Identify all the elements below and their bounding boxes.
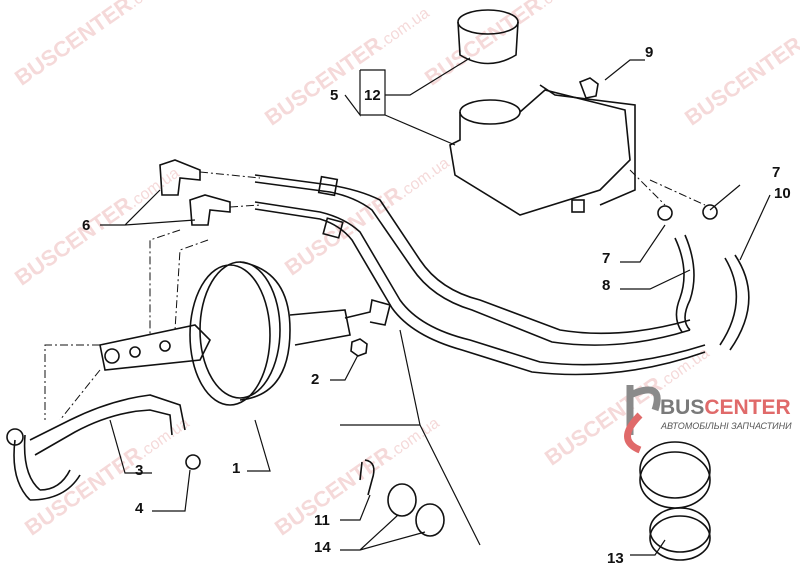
callout-3: 3 <box>135 462 144 479</box>
callout-7: 7 <box>602 250 611 267</box>
nut <box>350 338 368 357</box>
callout-4: 4 <box>135 500 144 517</box>
callout-9: 9 <box>645 44 654 61</box>
clamp <box>657 205 673 221</box>
logo-emblem <box>624 385 661 454</box>
clamp <box>185 454 201 470</box>
check-valve <box>6 428 24 446</box>
guide-lines <box>44 169 706 421</box>
hose-10 <box>719 254 750 351</box>
brake-booster <box>189 261 391 406</box>
callout-6: 6 <box>82 217 91 234</box>
callout-14: 14 <box>314 539 331 556</box>
hose-clamp <box>639 441 711 561</box>
reservoir-cap <box>457 9 519 65</box>
clamp <box>702 204 718 220</box>
fitting <box>159 159 201 196</box>
leader-lines <box>100 57 771 556</box>
seal <box>387 483 417 517</box>
callout-10: 10 <box>774 185 791 202</box>
callout-11: 11 <box>314 512 330 529</box>
fitting <box>189 194 231 226</box>
logo: BUSCENTER <box>660 396 791 419</box>
callout-1: 1 <box>232 460 241 477</box>
callout-2: 2 <box>311 371 320 388</box>
callout-13: 13 <box>607 550 624 567</box>
brake-pipes <box>254 174 706 376</box>
seal <box>415 503 445 537</box>
vacuum-hose <box>13 394 186 501</box>
hose-8 <box>674 234 695 333</box>
callout-5: 5 <box>330 87 339 104</box>
logo-subtitle: АВТОМОБІЛЬНІ ЗАПЧАСТИНИ <box>661 421 792 431</box>
brake-fluid-reservoir <box>449 84 636 216</box>
callout-8: 8 <box>602 277 611 294</box>
screw <box>578 77 599 99</box>
callout-7: 7 <box>772 164 781 181</box>
callout-12: 12 <box>364 87 381 104</box>
clip-pin <box>359 459 375 496</box>
master-cylinder <box>99 324 211 371</box>
